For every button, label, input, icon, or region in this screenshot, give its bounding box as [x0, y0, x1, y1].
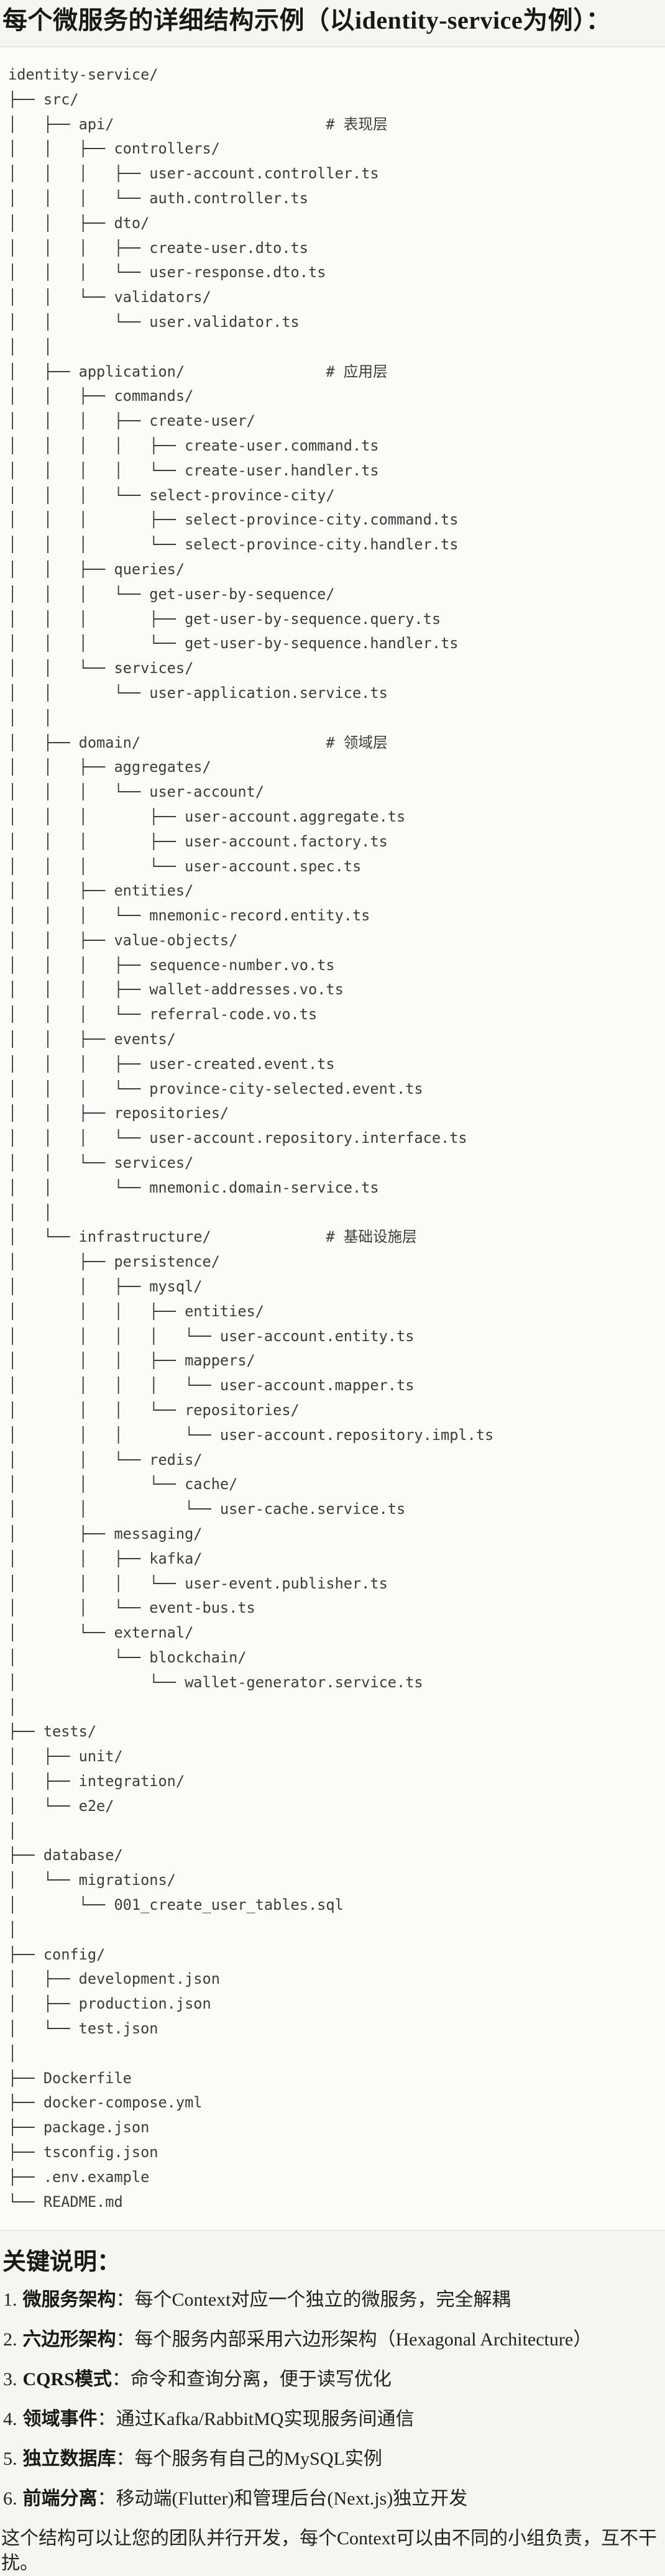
note-item-2: 2.六边形架构：每个服务内部采用六边形架构（Hexagonal Architec… — [3, 2327, 665, 2352]
closing-paragraph: 这个结构可以让您的团队并行开发，每个Context可以由不同的小组负责，互不干扰… — [1, 2528, 657, 2574]
note-label: CQRS模式 — [22, 2369, 112, 2390]
note-number: 4. — [3, 2409, 17, 2430]
note-label: 前端分离 — [22, 2488, 98, 2510]
note-text: ：通过Kafka/RabbitMQ实现服务间通信 — [97, 2409, 415, 2430]
note-text: ：移动端(Flutter)和管理后台(Next.js)独立开发 — [97, 2488, 468, 2510]
note-text: ：每个Context对应一个独立的微服务，完全解耦 — [116, 2290, 511, 2311]
note-item-6: 6.前端分离：移动端(Flutter)和管理后台(Next.js)独立开发 — [3, 2487, 665, 2511]
document: 每个微服务的详细结构示例（以identity-service为例）： ident… — [0, 6, 665, 2576]
notes-list: 1.微服务架构：每个Context对应一个独立的微服务，完全解耦 2.六边形架构… — [0, 2288, 665, 2511]
note-text: ：每个服务有自己的MySQL实例 — [116, 2449, 382, 2470]
note-label: 六边形架构 — [22, 2329, 116, 2350]
note-item-1: 1.微服务架构：每个Context对应一个独立的微服务，完全解耦 — [3, 2288, 665, 2312]
directory-tree: identity-service/ ├── src/ │ ├── api/ # … — [8, 66, 494, 2211]
note-label: 领域事件 — [22, 2409, 98, 2430]
note-text: ：每个服务内部采用六边形架构（Hexagonal Architecture） — [116, 2329, 592, 2350]
note-number: 3. — [3, 2369, 17, 2390]
note-number: 6. — [3, 2488, 17, 2510]
note-item-3: 3.CQRS模式：命令和查询分离，便于读写优化 — [3, 2367, 665, 2392]
note-label: 微服务架构 — [22, 2290, 116, 2311]
note-label: 独立数据库 — [22, 2449, 116, 2470]
note-text: ：命令和查询分离，便于读写优化 — [111, 2369, 392, 2390]
note-number: 2. — [3, 2329, 17, 2350]
note-number: 5. — [3, 2449, 17, 2470]
note-item-4: 4.领域事件：通过Kafka/RabbitMQ实现服务间通信 — [3, 2407, 665, 2432]
notes-heading: 关键说明： — [2, 2249, 121, 2276]
code-block: identity-service/ ├── src/ │ ├── api/ # … — [0, 46, 665, 2232]
note-item-5: 5.独立数据库：每个服务有自己的MySQL实例 — [3, 2447, 665, 2472]
page-title: 每个微服务的详细结构示例（以identity-service为例）： — [2, 6, 612, 34]
note-number: 1. — [3, 2290, 17, 2311]
